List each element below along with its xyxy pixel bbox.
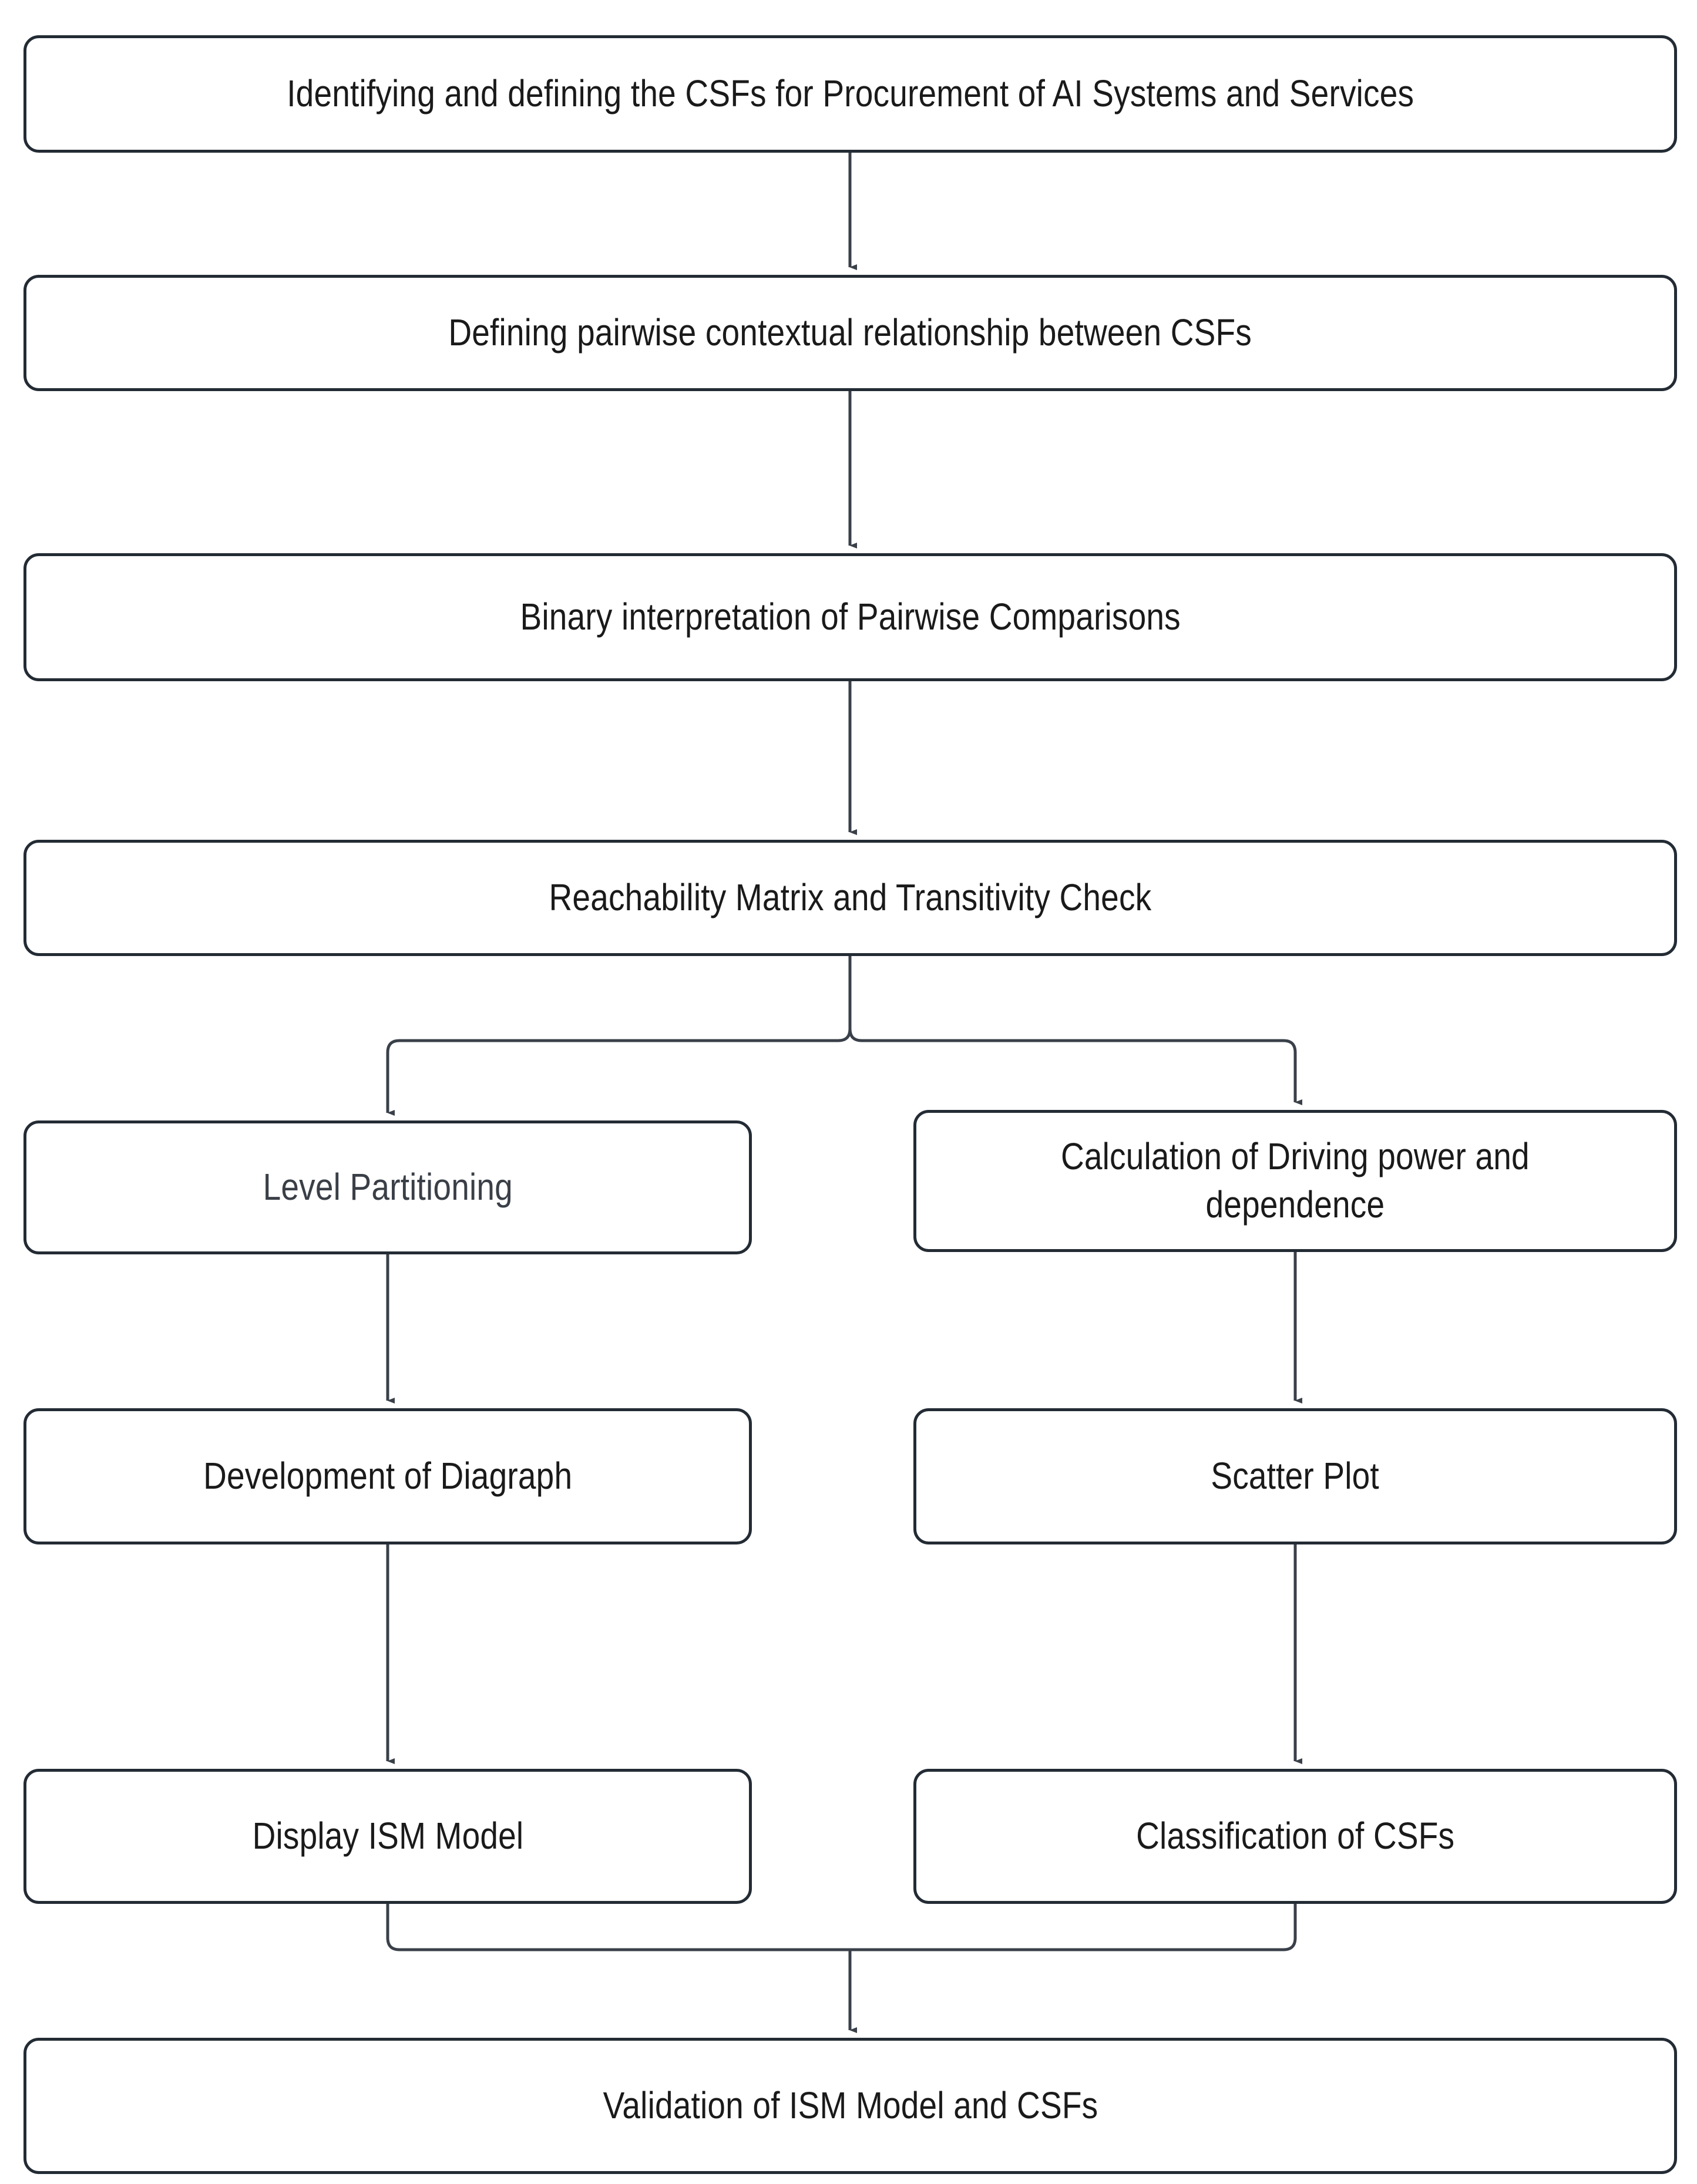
node-driving-power-dependence[interactable]: Calculation of Driving power and depende… (913, 1110, 1677, 1252)
node-identify-csfs-label: Identifying and defining the CSFs for Pr… (286, 72, 1414, 115)
node-level-partitioning-label: Level Partitioning (263, 1166, 513, 1209)
node-development-of-diagraph[interactable]: Development of Diagraph (23, 1408, 752, 1544)
edge-reach-split-left (386, 956, 852, 1116)
node-display-ism-model-label: Display ISM Model (252, 1815, 523, 1857)
node-identify-csfs[interactable]: Identifying and defining the CSFs for Pr… (23, 35, 1677, 153)
node-scatter-plot-label: Scatter Plot (1211, 1455, 1380, 1497)
node-development-of-diagraph-label: Development of Diagraph (203, 1455, 573, 1497)
node-classification-of-csfs[interactable]: Classification of CSFs (913, 1769, 1677, 1904)
node-validation-ism-model[interactable]: Validation of ISM Model and CSFs (23, 2038, 1677, 2174)
node-reachability-matrix-label: Reachability Matrix and Transitivity Che… (549, 876, 1152, 919)
node-reachability-matrix[interactable]: Reachability Matrix and Transitivity Che… (23, 840, 1677, 956)
node-binary-interpretation[interactable]: Binary interpretation of Pairwise Compar… (23, 553, 1677, 681)
edge-ism-to-validation (386, 1904, 857, 2033)
node-validation-ism-model-label: Validation of ISM Model and CSFs (603, 2084, 1098, 2127)
node-display-ism-model[interactable]: Display ISM Model (23, 1769, 752, 1904)
node-classification-of-csfs-label: Classification of CSFs (1135, 1815, 1455, 1857)
node-driving-power-dependence-label: Calculation of Driving power and depende… (1061, 1135, 1530, 1226)
edge-classify-to-validation (850, 1904, 1297, 1951)
node-pairwise-relationship[interactable]: Defining pairwise contextual relationshi… (23, 275, 1677, 391)
node-binary-interpretation-label: Binary interpretation of Pairwise Compar… (520, 595, 1181, 638)
node-level-partitioning[interactable]: Level Partitioning (23, 1120, 752, 1254)
node-pairwise-relationship-label: Defining pairwise contextual relationshi… (448, 311, 1252, 354)
edge-reach-split-right (848, 956, 1302, 1105)
node-scatter-plot[interactable]: Scatter Plot (913, 1408, 1677, 1544)
